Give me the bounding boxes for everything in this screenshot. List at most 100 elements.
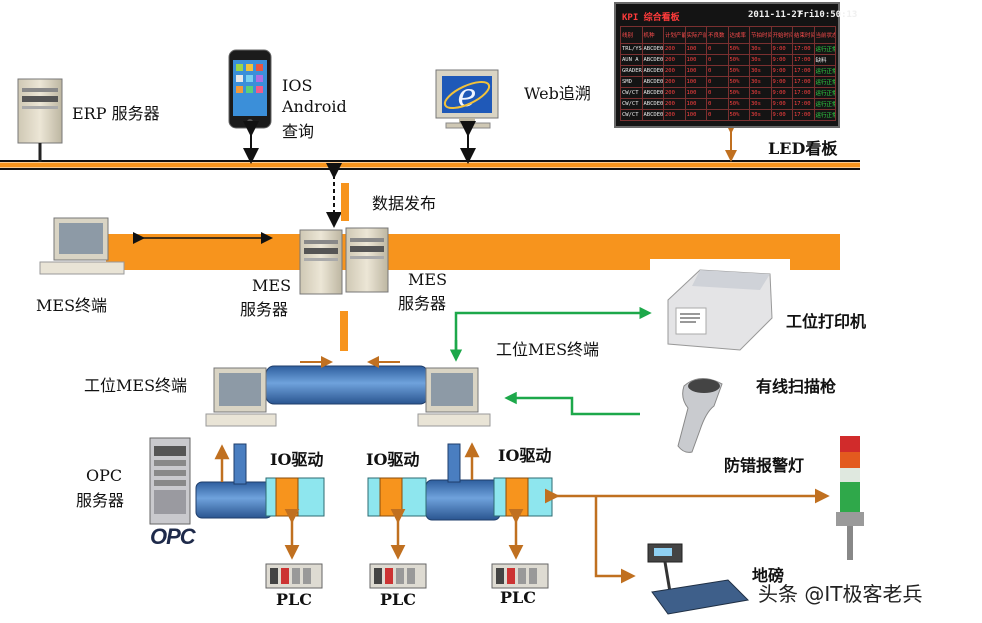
io-driver-3-box: [493, 477, 553, 517]
mobile-label-android: Android: [282, 97, 347, 116]
led-col-header: 机种: [641, 26, 664, 44]
led-table-cell: ABCDE004: [641, 87, 664, 99]
led-table-cell: 50%: [727, 109, 750, 121]
mes-server-2-label-line1: MES: [408, 270, 448, 289]
led-col-header: 线别: [620, 26, 643, 44]
top-network-bus: [0, 160, 860, 170]
led-table-cell: 200: [663, 65, 686, 77]
led-col-header: 计划产能: [663, 26, 686, 44]
led-col-header: 不良数: [706, 26, 729, 44]
led-table-cell: 200: [663, 54, 686, 66]
erp-server-label: ERP 服务器: [72, 104, 160, 123]
led-table-cell: 9:00: [770, 76, 793, 88]
io-driver-1-box: [265, 477, 325, 517]
error-alarm-light-label: 防错报警灯: [724, 456, 805, 475]
led-table-cell: ABCDE001: [641, 54, 664, 66]
led-table-cell: 100: [684, 87, 707, 99]
led-table-cell: 200: [663, 98, 686, 110]
web-browser-monitor-icon: e: [435, 69, 499, 129]
led-table-cell: 运行正常: [813, 98, 836, 110]
alarm-tower-light-icon: [836, 436, 864, 560]
data-publish-label: 数据发布: [372, 194, 437, 213]
led-table-cell: 运行正常: [813, 76, 836, 88]
station-bus-pipe: [265, 356, 429, 405]
led-table-cell: 200: [663, 109, 686, 121]
led-table-cell: 100: [684, 109, 707, 121]
led-table-cell: 200: [663, 76, 686, 88]
led-time: 10:50:13: [814, 10, 858, 20]
led-table-cell: 50%: [727, 65, 750, 77]
led-table-cell: 运行正常: [813, 65, 836, 77]
led-table-cell: 200: [663, 43, 686, 55]
mes-server-2-icon: [345, 227, 389, 293]
led-table-cell: 100: [684, 76, 707, 88]
smartphone-icon: [228, 49, 272, 129]
station-terminal-right-icon: [417, 367, 491, 427]
watermark: 头条 @IT极客老兵: [758, 582, 923, 606]
led-table-cell: 50%: [727, 43, 750, 55]
led-table-cell: SMD: [620, 76, 643, 88]
mes-terminal-label: MES终端: [36, 296, 108, 315]
led-table-cell: GRADER: [620, 65, 643, 77]
barcode-scanner-icon: [677, 378, 723, 453]
mes-server-1-label-line2: 服务器: [240, 300, 289, 319]
led-table-row: CW/CT AABCDE004200100050%30s9:0017:00运行正…: [620, 87, 836, 99]
io-driver-3-label: IO驱动: [498, 446, 552, 465]
led-table-cell: 30s: [749, 87, 772, 99]
mes-server-1-label-line1: MES: [252, 276, 292, 295]
opc-server-label-line1: OPC: [86, 466, 123, 485]
platform-scale-icon: [647, 543, 750, 615]
led-table-cell: ABCDE005: [641, 98, 664, 110]
led-dashboard-board: KPI 综合看板 2011-11-27 Fri 10:50:13 线别 机种 计…: [614, 2, 857, 128]
led-table-cell: 17:00: [792, 54, 815, 66]
led-table-cell: 30s: [749, 98, 772, 110]
led-table-cell: 50%: [727, 98, 750, 110]
led-col-header: 当前状态: [813, 26, 836, 44]
opc-server-icon: [149, 437, 191, 525]
mobile-label-ios: IOS: [282, 76, 313, 95]
led-table-cell: 17:00: [792, 98, 815, 110]
led-table-cell: CW/CT B: [620, 98, 643, 110]
led-board-label: LED看板: [768, 139, 838, 158]
label-printer-icon: [667, 269, 773, 351]
mes-server-1-icon: [299, 229, 343, 295]
plc-1-icon: [265, 563, 323, 589]
led-table-cell: ABCDE000: [641, 43, 664, 55]
led-col-header: 开始时间: [770, 26, 793, 44]
led-table-cell: 17:00: [792, 65, 815, 77]
led-table-cell: 17:00: [792, 109, 815, 121]
led-weekday: Fri: [798, 10, 815, 20]
led-table-cell: 缺料: [813, 54, 836, 66]
led-table-cell: 运行正常: [813, 109, 836, 121]
web-trace-label: Web追溯: [524, 84, 591, 103]
led-table-cell: 100: [684, 98, 707, 110]
io-driver-2-box: [367, 477, 427, 517]
led-table-cell: 0: [706, 54, 729, 66]
led-table-cell: 100: [684, 54, 707, 66]
led-table-cell: ABCDE002: [641, 65, 664, 77]
led-table-cell: 9:00: [770, 109, 793, 121]
led-table-cell: 0: [706, 109, 729, 121]
led-col-header: 达成率: [727, 26, 750, 44]
led-col-header: 结束时间: [792, 26, 815, 44]
led-table-cell: 0: [706, 43, 729, 55]
led-title: KPI 综合看板: [622, 13, 680, 23]
erp-server-icon: [17, 78, 63, 162]
led-date: 2011-11-27: [748, 10, 803, 20]
led-table-header-row: 线别 机种 计划产能 实际产能 不良数 达成率 节拍时间 开始时间 结束时间 当…: [620, 26, 836, 44]
io-driver-2-label: IO驱动: [366, 450, 420, 469]
wired-scanner-label: 有线扫描枪: [756, 377, 837, 396]
scale-label: 地磅: [752, 566, 785, 585]
led-col-header: 实际产能: [684, 26, 707, 44]
led-table-cell: 30s: [749, 43, 772, 55]
led-table-cell: 50%: [727, 87, 750, 99]
led-table-cell: 100: [684, 65, 707, 77]
station-mes-terminal-right-label: 工位MES终端: [496, 340, 600, 359]
mes-terminal-computer-icon: [39, 217, 125, 275]
led-table-cell: 运行正常: [813, 87, 836, 99]
svg-text:e: e: [458, 76, 477, 114]
led-table-cell: 30s: [749, 76, 772, 88]
